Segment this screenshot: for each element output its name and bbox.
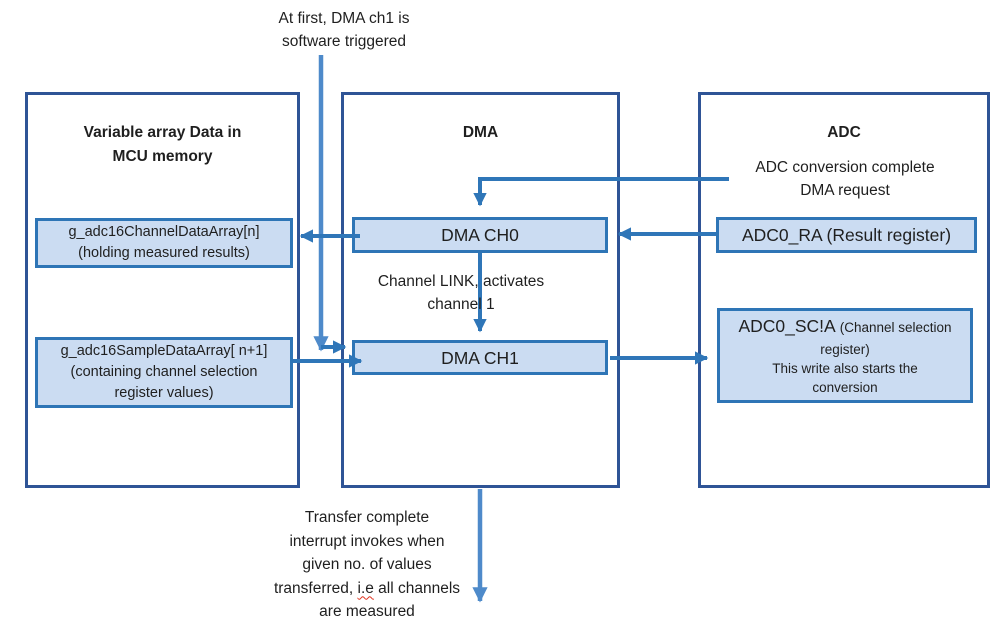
adc0-sc1a-name: ADC0_SC!A — [738, 316, 836, 336]
adc0-sc1a-title-line: ADC0_SC!A(Channel selection — [738, 314, 951, 340]
dma-box — [341, 92, 620, 488]
memory-box-title: Variable array Data in MCU memory — [25, 121, 300, 169]
note-line4-post: all channels — [373, 579, 461, 597]
note-transfer-complete-line5: are measured — [319, 603, 415, 620]
adc0-sc1a-note-line2: conversion — [812, 380, 878, 395]
note-adc-request-line2: DMA request — [800, 182, 890, 199]
note-transfer-complete-line1: Transfer complete — [304, 509, 430, 526]
dma-ch0-label: DMA CH0 — [441, 225, 519, 245]
memory-box-title-line2: MCU memory — [112, 148, 213, 165]
note-adc-request: ADC conversion complete DMA request — [745, 156, 945, 202]
dma-box-title: DMA — [462, 124, 499, 141]
dma-ch0-box: DMA CH0 — [352, 217, 608, 253]
note-channel-link-line1: Channel LINK, activates — [377, 273, 545, 290]
note-software-trigger: At first, DMA ch1 is software triggered — [244, 7, 444, 53]
note-channel-link: Channel LINK, activates channel 1 — [361, 270, 561, 316]
note-software-trigger-line1: At first, DMA ch1 is — [278, 10, 410, 27]
adc-box — [698, 92, 990, 488]
memory-box — [25, 92, 300, 488]
note-adc-request-line1: ADC conversion complete — [755, 159, 935, 176]
adc0-ra-label: ADC0_RA (Result register) — [741, 225, 952, 245]
memory-box-title-line1: Variable array Data in — [83, 124, 242, 141]
channel-data-array-box: g_adc16ChannelDataArray[n] (holding meas… — [35, 218, 293, 268]
dma-ch1-label: DMA CH1 — [441, 347, 519, 368]
adc0-sc1a-box: ADC0_SC!A(Channel selection register) Th… — [717, 308, 973, 403]
sample-data-array-name: g_adc16SampleDataArray[ n+1] — [60, 343, 268, 359]
note-channel-link-line2: channel 1 — [427, 296, 495, 313]
sample-data-array-desc-line2: register values) — [114, 385, 214, 401]
note-transfer-complete-line2: interrupt invokes when — [289, 532, 445, 550]
dma-ch1-box: DMA CH1 — [352, 340, 608, 375]
note-transfer-complete: Transfer complete interrupt invokes when… — [257, 506, 477, 624]
adc0-sc1a-sub-part1: (Channel selection — [839, 320, 952, 335]
sample-data-array-box: g_adc16SampleDataArray[ n+1] (containing… — [35, 337, 293, 408]
channel-data-array-name: g_adc16ChannelDataArray[n] — [68, 224, 260, 240]
adc0-ra-box: ADC0_RA (Result register) — [716, 217, 977, 253]
note-transfer-complete-line4: transferred, i.e all channels — [257, 577, 477, 601]
adc0-sc1a-note-line1: This write also starts the — [772, 361, 918, 376]
adc-box-title: ADC — [827, 124, 861, 141]
note-software-trigger-line2: software triggered — [281, 33, 407, 50]
sample-data-array-desc-line1: (containing channel selection — [70, 364, 258, 380]
adc0-sc1a-sub-part2: register) — [820, 342, 870, 357]
misspelled-ie: i.e — [357, 579, 374, 597]
note-transfer-complete-line3: given no. of values — [302, 556, 432, 573]
channel-data-array-desc: (holding measured results) — [78, 245, 250, 261]
note-line4-pre: transferred, — [273, 579, 358, 597]
